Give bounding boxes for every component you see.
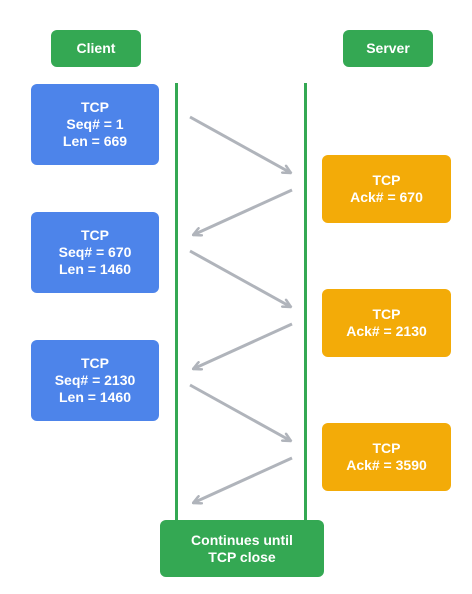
server-label-text: Server	[366, 40, 410, 56]
server-label: Server	[343, 30, 433, 67]
client-label: Client	[51, 30, 141, 67]
continues-line-2: TCP close	[208, 548, 276, 565]
ack-arrow-3	[193, 456, 293, 503]
ack-number: Ack# = 3590	[346, 457, 427, 473]
segment-arrow-3	[189, 383, 291, 443]
segment-protocol: TCP	[81, 227, 109, 243]
continues-box: Continues until TCP close	[160, 520, 324, 577]
ack-protocol: TCP	[372, 440, 401, 456]
client-segment-box: TCP Seq# = 1 Len = 669	[31, 84, 159, 165]
ack-protocol: TCP	[372, 172, 401, 188]
server-ack-box: TCP Ack# = 3590	[322, 423, 451, 491]
segment-arrow-2	[189, 249, 291, 309]
segment-seq: Seq# = 1	[66, 116, 124, 132]
server-ack-box: TCP Ack# = 2130	[322, 289, 451, 357]
segment-seq: Seq# = 670	[58, 244, 132, 260]
ack-number: Ack# = 670	[350, 189, 423, 205]
segment-protocol: TCP	[81, 355, 109, 371]
ack-arrow-1	[193, 188, 293, 235]
segment-len: Len = 669	[62, 133, 128, 149]
client-segment-box: TCP Seq# = 670 Len = 1460	[31, 212, 159, 293]
segment-len: Len = 1460	[59, 389, 131, 405]
segment-seq: Seq# = 2130	[54, 372, 136, 388]
client-timeline	[175, 83, 178, 523]
client-label-text: Client	[76, 40, 116, 56]
client-segment-box: TCP Seq# = 2130 Len = 1460	[31, 340, 159, 421]
segment-protocol: TCP	[81, 99, 109, 115]
ack-protocol: TCP	[372, 306, 401, 322]
ack-arrow-2	[193, 322, 293, 369]
server-ack-box: TCP Ack# = 670	[322, 155, 451, 223]
continues-line-1: Continues until	[191, 531, 293, 548]
ack-number: Ack# = 2130	[346, 323, 427, 339]
segment-arrow-1	[189, 115, 291, 175]
segment-len: Len = 1460	[59, 261, 131, 277]
server-timeline	[304, 83, 307, 523]
